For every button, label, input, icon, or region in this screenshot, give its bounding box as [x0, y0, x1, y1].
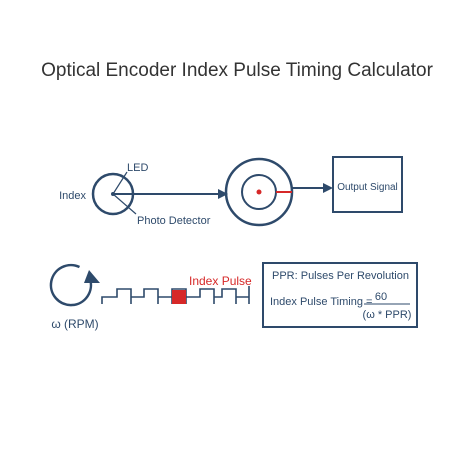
omega-rpm-label: ω (RPM)	[51, 317, 98, 331]
led-pointer-line	[112, 171, 128, 195]
index-pulse-label: Index Pulse	[189, 274, 252, 288]
led-label: LED	[127, 162, 148, 174]
rotating-encoder-group	[224, 157, 294, 227]
formula-denominator: (ω * PPR)	[363, 309, 412, 321]
page-title: Optical Encoder Index Pulse Timing Calcu…	[41, 60, 433, 81]
index-label: Index	[59, 190, 86, 202]
index-pulse-block	[172, 290, 186, 304]
formula-numerator: 60	[375, 291, 387, 303]
formula-lhs: Index Pulse Timing =	[270, 296, 372, 308]
output-signal-box	[332, 156, 403, 213]
rotation-arrowhead-icon	[84, 270, 100, 283]
photo-detector-pointer-line	[112, 193, 137, 215]
pulse-train	[101, 286, 250, 304]
ppr-definition: PPR: Pulses Per Revolution	[272, 270, 409, 282]
index-mark-dot	[256, 189, 262, 195]
rotation-indicator	[49, 263, 100, 307]
output-signal-label: Output Signal	[337, 182, 398, 193]
rotation-arc-icon	[49, 263, 93, 307]
formula-box	[262, 262, 418, 328]
photo-detector-label: Photo Detector	[137, 215, 211, 227]
